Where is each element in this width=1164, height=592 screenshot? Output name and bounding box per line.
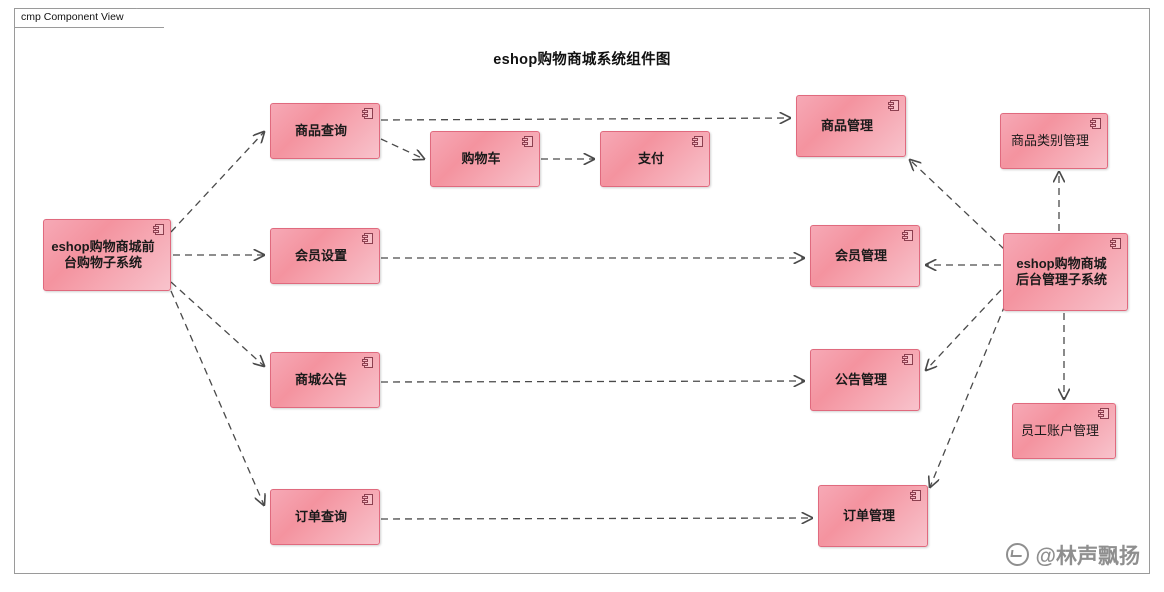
component-icon <box>362 233 374 244</box>
component-payment[interactable]: 支付 <box>600 131 710 187</box>
component-label: 商品管理 <box>820 117 873 133</box>
component-icon <box>888 100 900 111</box>
component-member-settings[interactable]: 会员设置 <box>270 228 380 284</box>
component-icon <box>1098 408 1110 419</box>
component-label: eshop购物商城前台购物子系统 <box>51 238 155 270</box>
component-icon <box>362 494 374 505</box>
component-icon <box>153 224 165 235</box>
component-label: 购物车 <box>461 150 501 166</box>
component-icon <box>1090 118 1102 129</box>
zhihu-logo-icon <box>1005 543 1029 566</box>
component-member-management[interactable]: 会员管理 <box>810 225 920 287</box>
component-order-management[interactable]: 订单管理 <box>818 485 928 547</box>
component-label: 订单管理 <box>842 507 895 523</box>
component-order-query[interactable]: 订单查询 <box>270 489 380 545</box>
component-icon <box>902 354 914 365</box>
component-label: 商城公告 <box>294 371 347 387</box>
component-label: 商品类别管理 <box>1010 132 1089 148</box>
frame-tab-label: cmp Component View <box>14 8 151 28</box>
component-category-management[interactable]: 商品类别管理 <box>1000 113 1108 169</box>
diagram-frame <box>14 8 1150 574</box>
component-notice-management[interactable]: 公告管理 <box>810 349 920 411</box>
component-label: 员工账户管理 <box>1020 422 1099 438</box>
component-icon <box>692 136 704 147</box>
component-back-system[interactable]: eshop购物商城后台管理子系统 <box>1003 233 1128 311</box>
component-goods-query[interactable]: 商品查询 <box>270 103 380 159</box>
diagram-title: eshop购物商城系统组件图 <box>493 52 671 68</box>
frame-tab-underline <box>14 27 164 28</box>
watermark-text: @林声飘扬 <box>1035 545 1140 568</box>
component-icon <box>902 230 914 241</box>
component-goods-management[interactable]: 商品管理 <box>796 95 906 157</box>
component-icon <box>910 490 922 501</box>
watermark: @林声飘扬 <box>1005 540 1140 570</box>
component-label: 商品查询 <box>294 122 347 138</box>
component-label: eshop购物商城后台管理子系统 <box>1015 255 1107 287</box>
component-label: 支付 <box>637 150 664 166</box>
component-icon <box>362 108 374 119</box>
component-label: 公告管理 <box>834 371 887 387</box>
component-shopping-cart[interactable]: 购物车 <box>430 131 540 187</box>
component-staff-account-management[interactable]: 员工账户管理 <box>1012 403 1116 459</box>
component-label: 订单查询 <box>294 508 347 524</box>
component-icon <box>1110 238 1122 249</box>
component-label: 会员设置 <box>294 247 347 263</box>
component-mall-notice[interactable]: 商城公告 <box>270 352 380 408</box>
component-icon <box>522 136 534 147</box>
component-icon <box>362 357 374 368</box>
component-front-system[interactable]: eshop购物商城前台购物子系统 <box>43 219 171 291</box>
component-label: 会员管理 <box>834 247 887 263</box>
